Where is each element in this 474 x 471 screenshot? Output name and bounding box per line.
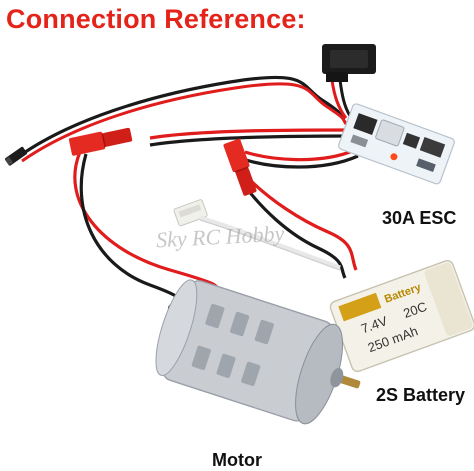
motor	[155, 279, 361, 425]
esc-board	[338, 103, 455, 185]
red-connector-battery	[223, 138, 257, 196]
red-connector-left	[68, 127, 133, 156]
esc-battery-wire-black	[245, 154, 359, 169]
receiver-wire-black	[17, 75, 346, 159]
battery-pack: Battery 7.4V 20C 250 mAh	[329, 260, 474, 373]
balance-wires	[199, 215, 341, 271]
balance-connector	[173, 199, 208, 227]
battery-wire-red	[246, 176, 358, 271]
label-battery: 2S Battery	[376, 385, 466, 405]
esc-motor-wire-red	[149, 128, 346, 140]
label-esc: 30A ESC	[382, 208, 457, 228]
receiver-wire-red	[21, 82, 348, 163]
esc-battery-wire-red	[244, 148, 356, 162]
page-title: Connection Reference:	[6, 4, 306, 34]
servo-plug-lead-black	[338, 79, 352, 117]
label-motor: Motor	[212, 450, 262, 470]
servo-connector	[322, 44, 376, 82]
battery-wire-black	[240, 181, 347, 279]
servo-plug-lead-red	[330, 79, 348, 119]
esc-motor-wire-black	[149, 134, 349, 147]
receiver-plug	[4, 146, 27, 166]
